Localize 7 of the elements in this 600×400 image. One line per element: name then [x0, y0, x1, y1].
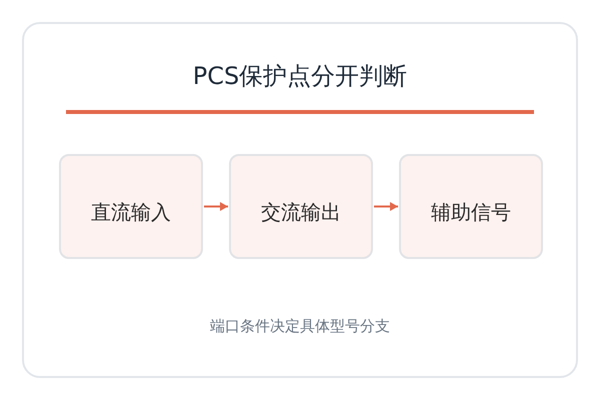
arrow: [204, 202, 228, 211]
process-box: 直流输入: [59, 154, 203, 259]
title: PCS保护点分开判断: [192, 61, 408, 91]
caption: 端口条件决定具体型号分支: [210, 316, 390, 336]
arrow: [374, 202, 398, 211]
process-box: 辅助信号: [399, 154, 543, 259]
process-box: 交流输出: [229, 154, 373, 259]
